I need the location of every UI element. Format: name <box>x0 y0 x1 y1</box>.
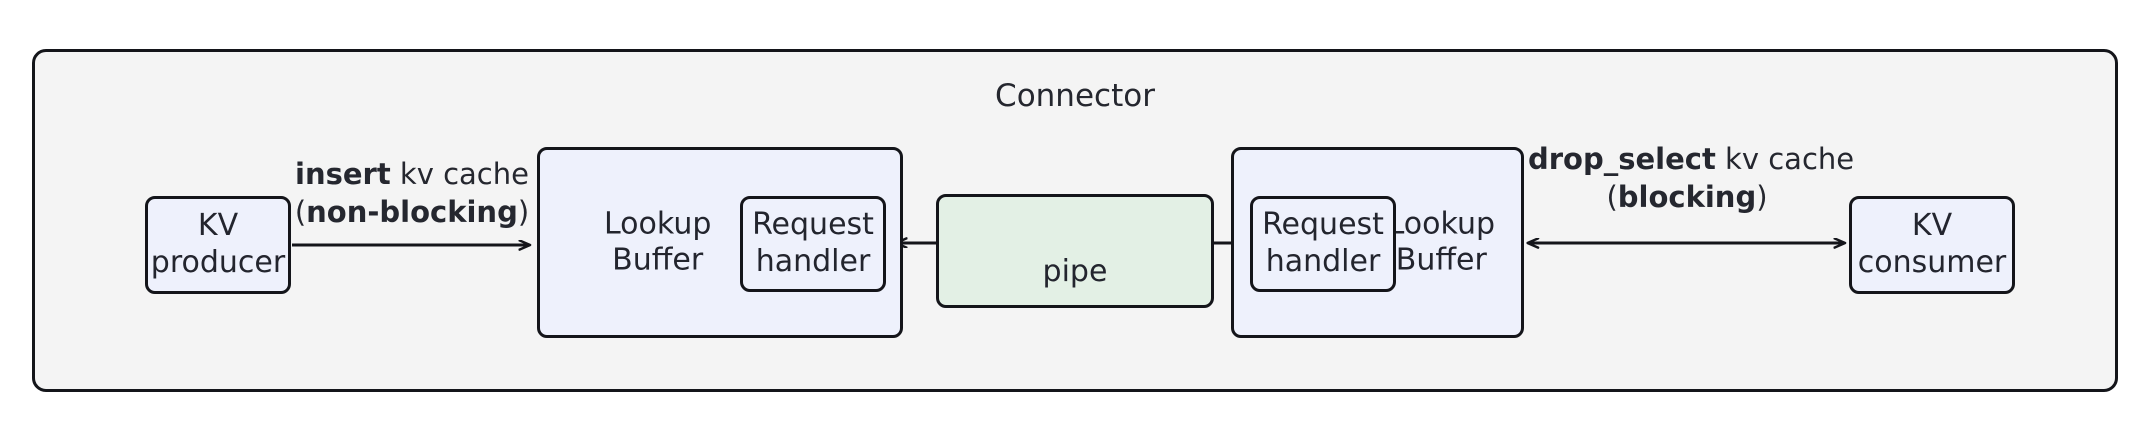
drop-select-edge-label-rest: kv cache <box>1715 142 1855 176</box>
insert-edge-label-bold: insert <box>295 157 391 191</box>
drop-select-edge-label-bold: drop_select <box>1528 142 1716 176</box>
insert-edge-label-line1: insert kv cache <box>292 155 532 193</box>
drop-select-edge-label-mode: blocking <box>1617 180 1757 215</box>
lookup-buffer-right-label: Lookup Buffer <box>1387 205 1495 278</box>
request-handler-right-label: Request handler <box>1262 207 1384 279</box>
connector-container-title: Connector <box>995 78 1155 114</box>
drop-select-edge-label-prefix: ( <box>1606 180 1618 215</box>
drop-select-edge-label-line2: (blocking) <box>1528 178 1846 216</box>
kv-consumer-label: KV consumer <box>1857 208 2007 280</box>
insert-edge-label-suffix: ) <box>517 195 530 230</box>
kv-producer-node[interactable]: KV producer <box>145 196 291 294</box>
insert-edge-label-prefix: ( <box>294 195 307 230</box>
request-handler-left-node[interactable]: Request handler <box>740 196 886 292</box>
insert-edge-label-line2: (non-blocking) <box>292 193 532 231</box>
drop-select-edge-label-suffix: ) <box>1756 180 1768 215</box>
pipe-label: pipe <box>1042 254 1108 290</box>
lookup-buffer-left-label: Lookup Buffer <box>604 205 712 278</box>
insert-edge-label-mode: non-blocking <box>306 195 518 230</box>
insert-edge-label-rest: kv cache <box>390 157 529 191</box>
drop-select-edge-label: drop_select kv cache (blocking) <box>1528 140 1854 217</box>
drop-select-edge-label-line1: drop_select kv cache <box>1528 140 1854 178</box>
request-handler-left-label: Request handler <box>752 207 874 279</box>
kv-consumer-node[interactable]: KV consumer <box>1849 196 2015 294</box>
insert-edge-label: insert kv cache (non-blocking) <box>292 155 532 232</box>
pipe-node[interactable]: pipe <box>936 194 1214 308</box>
request-handler-right-node[interactable]: Request handler <box>1250 196 1396 292</box>
kv-producer-label: KV producer <box>150 208 286 280</box>
